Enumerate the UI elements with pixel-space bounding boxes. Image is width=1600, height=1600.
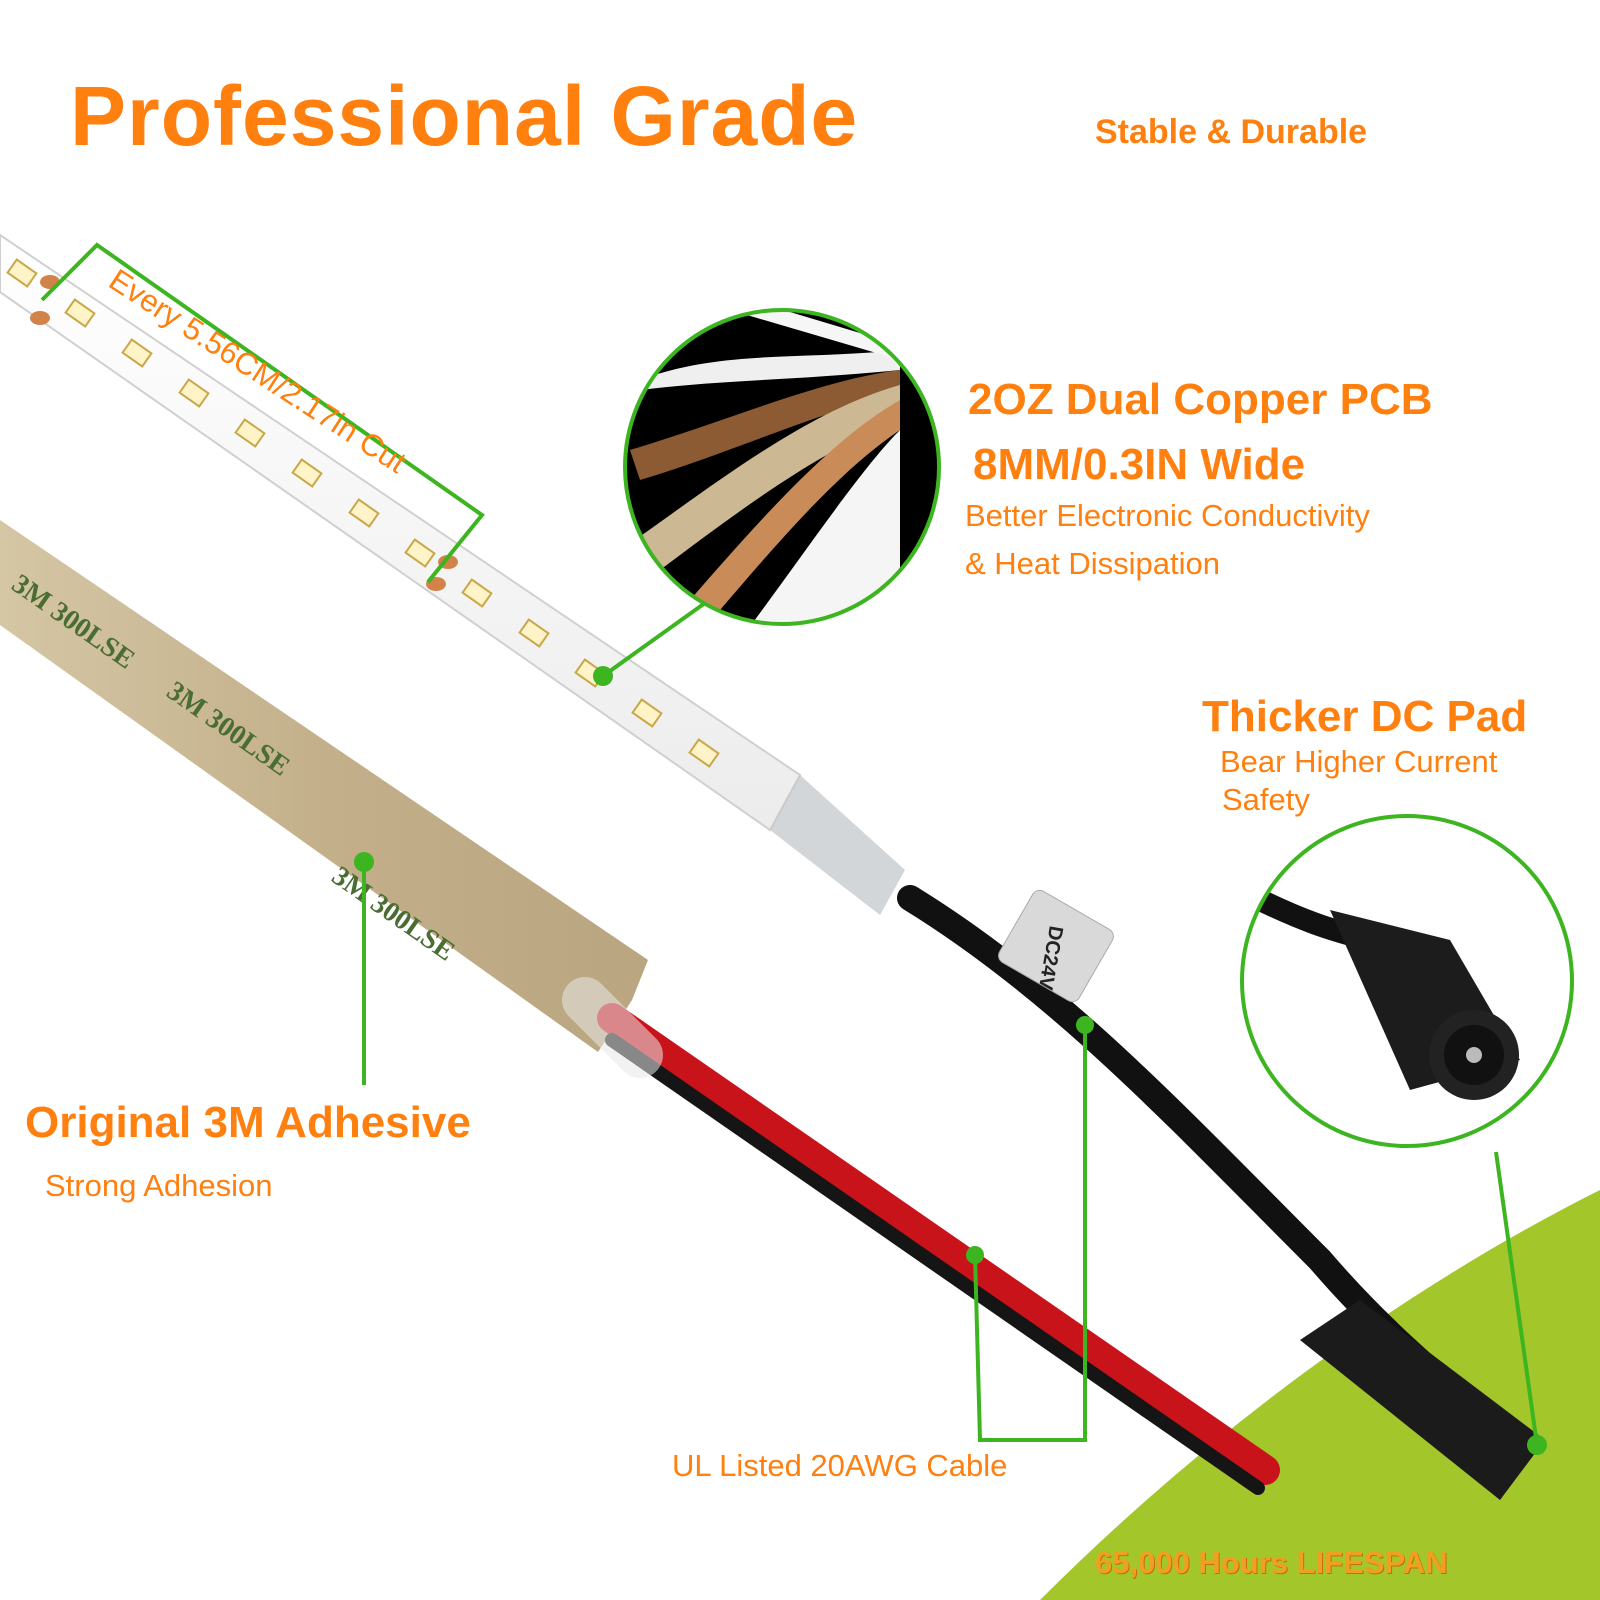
strip-end-cap [770,775,905,915]
black-cable-stripe [605,1033,1265,1495]
dc-pad-desc-line2: Safety [1222,782,1310,817]
dc-callout-line [1494,1151,1539,1446]
cable-label: UL Listed 20AWG Cable [672,1448,1008,1483]
adhesive-tape [0,520,648,1052]
pcb-title-line2: 8MM/0.3IN Wide [973,440,1306,489]
lifespan-label: 65,000 Hours LIFESPAN [1095,1545,1448,1580]
cut-bracket [40,242,485,584]
pcb-desc-line2: & Heat Dissipation [965,546,1221,581]
dc-barrel-jack-icon [1245,885,1520,1100]
adhesive-desc: Strong Adhesion [45,1168,273,1203]
tagline: Stable & Durable [1095,113,1368,151]
pcb-callout-line [601,601,707,678]
dc24v-tag [998,889,1114,1003]
page-title: Professional Grade [70,69,859,163]
pcb-desc-line1: Better Electronic Conductivity [965,498,1370,533]
cable-sleeve-tape [562,977,663,1078]
pcb-layers-icon [630,310,900,624]
dc-connector-body [1300,1300,1545,1500]
cable-callout-line [973,1025,1087,1442]
dc-pad-desc-line1: Bear Higher Current [1220,744,1498,779]
led-chip-icon [6,258,38,288]
green-swoosh [1040,1190,1600,1600]
adhesive-title: Original 3M Adhesive [25,1098,471,1147]
dc-pad-title: Thicker DC Pad [1202,692,1528,741]
red-cable [597,1003,1280,1485]
pcb-title-line1: 2OZ Dual Copper PCB [968,375,1433,424]
